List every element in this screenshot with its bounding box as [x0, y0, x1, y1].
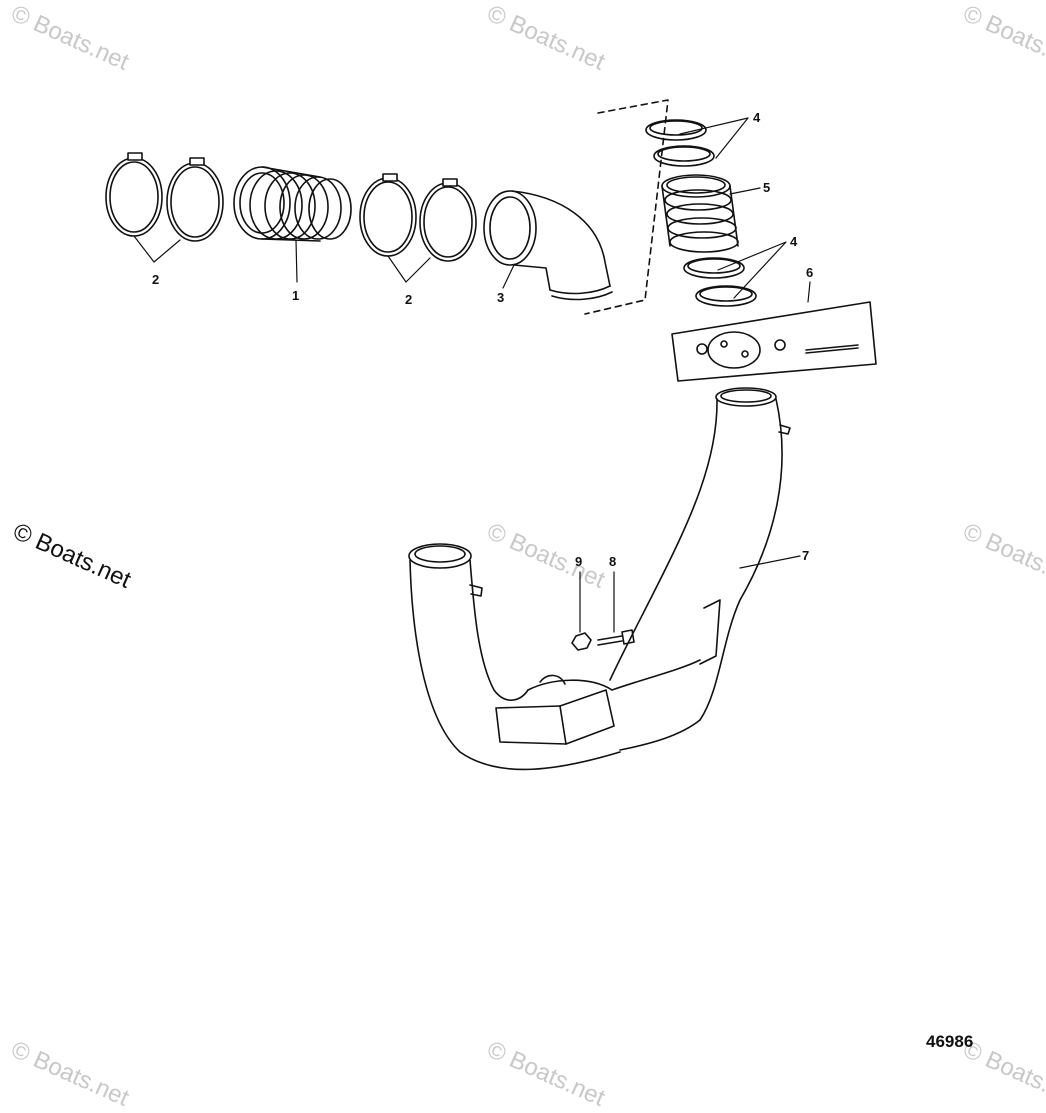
callout-2b: 2 — [405, 292, 412, 307]
hose-clamp-upper-a — [645, 119, 707, 141]
callout-1: 1 — [292, 288, 299, 303]
bolt — [597, 629, 635, 646]
leader-lines — [133, 117, 811, 633]
vertical-exhaust-hose — [661, 174, 739, 253]
hose-clamp-left-outer — [105, 152, 163, 237]
hose-clamp-lower-a — [683, 257, 745, 279]
callout-9: 9 — [575, 554, 582, 569]
hose-clamp-lower-b — [695, 285, 757, 307]
figure-number: 46986 — [926, 1032, 974, 1051]
exhaust-hose — [233, 166, 352, 242]
callout-2a: 2 — [152, 272, 159, 287]
nut — [571, 632, 592, 651]
hose-clamp-left-inner — [166, 157, 224, 242]
callout-3: 3 — [497, 290, 504, 305]
exhaust-elbow — [483, 190, 613, 301]
hose-clamp-mid-inner — [419, 178, 477, 262]
callout-6: 6 — [806, 265, 813, 280]
callout-7: 7 — [802, 548, 809, 563]
dashed-bracket — [584, 99, 669, 315]
hose-clamp-mid-outer — [359, 173, 417, 257]
callout-8: 8 — [609, 554, 616, 569]
hose-clamp-upper-b — [653, 145, 715, 167]
callout-4a: 4 — [753, 110, 761, 125]
y-exhaust-pipe — [408, 387, 791, 771]
callout-5: 5 — [763, 180, 770, 195]
callout-4b: 4 — [790, 234, 798, 249]
gasket-plate — [671, 301, 877, 382]
